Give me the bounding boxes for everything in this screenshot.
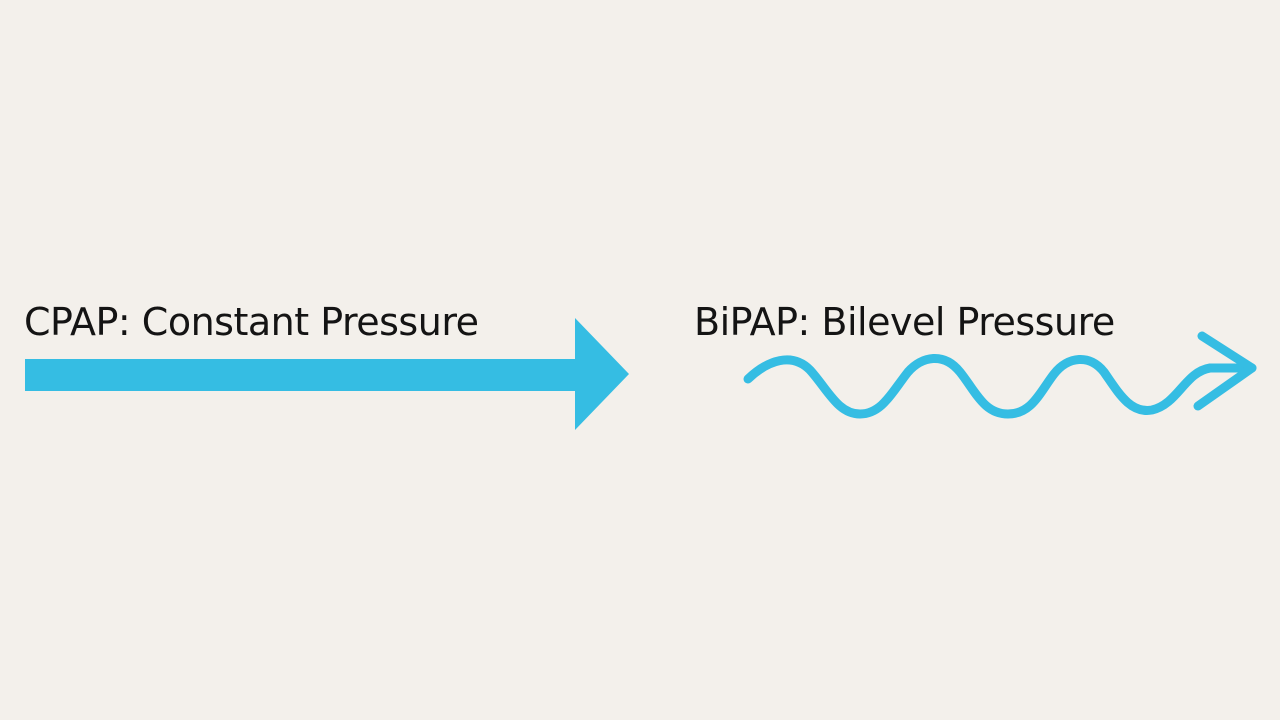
cpap-label: CPAP: Constant Pressure <box>24 300 479 344</box>
straight-arrow-icon <box>25 318 629 430</box>
bipap-label: BiPAP: Bilevel Pressure <box>694 300 1115 344</box>
straight-arrow-shaft <box>25 359 581 391</box>
wavy-arrow-icon <box>743 331 1257 419</box>
straight-arrow-head <box>575 318 629 430</box>
wavy-arrow-line <box>743 354 1257 419</box>
wavy-arrow-head <box>1193 331 1257 411</box>
